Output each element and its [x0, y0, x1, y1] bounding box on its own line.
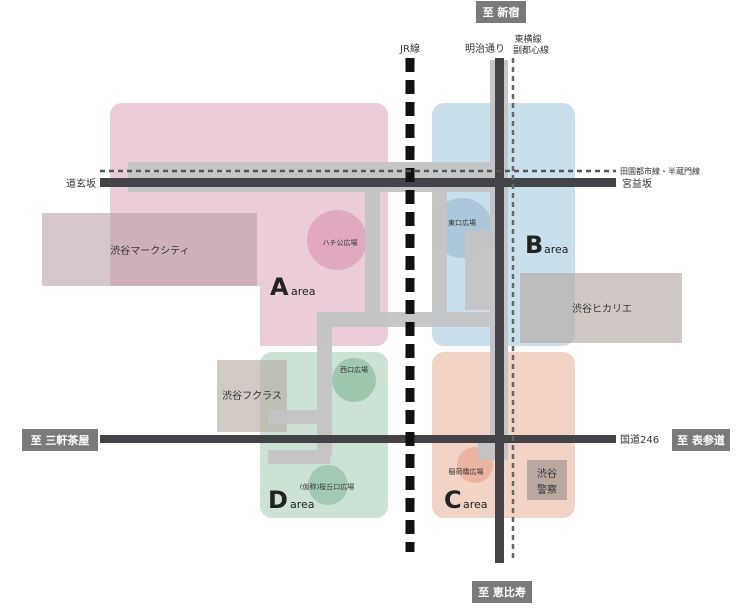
- area-c-label: C area: [444, 486, 488, 514]
- dogenzaka-label: 道玄坂: [66, 177, 96, 190]
- route-246-road[interactable]: [100, 435, 616, 443]
- svg-text:area: area: [291, 285, 316, 298]
- east-destination-label: 至 表参道: [677, 433, 725, 447]
- area-d-label: D area: [268, 486, 315, 514]
- east-destination-box[interactable]: [672, 429, 730, 451]
- meiji-dori-label: 明治通り: [465, 42, 505, 55]
- jr-line-label: JR線: [399, 42, 420, 55]
- hachiko-plaza-label: ハチ公広場: [323, 238, 358, 247]
- west-destination-label: 至 三軒茶屋: [31, 433, 90, 447]
- east-plaza-label: 東口広場: [448, 218, 476, 227]
- svg-text:B: B: [525, 231, 543, 259]
- area-a-label: A area: [270, 273, 316, 301]
- sakuragaoka-plaza-blob: [308, 465, 348, 505]
- police-label-1: 渋谷: [537, 467, 557, 480]
- svg-text:A: A: [270, 273, 289, 301]
- svg-text:area: area: [463, 498, 488, 511]
- route-246-label: 国道246: [620, 433, 659, 446]
- police-label-2: 警察: [537, 483, 557, 496]
- south-destination-label: 至 恵比寿: [478, 585, 526, 599]
- svg-text:C: C: [444, 486, 462, 514]
- area-b-label: B area: [525, 231, 569, 259]
- svg-text:D: D: [268, 486, 288, 514]
- miyamasuzaka-label: 宮益坂: [622, 177, 652, 190]
- west-destination-box[interactable]: [22, 429, 98, 451]
- west-plaza-label: 西口広場: [340, 365, 368, 374]
- fukuras-label: 渋谷フクラス: [222, 389, 282, 402]
- south-destination-box[interactable]: [472, 581, 532, 603]
- toyoko-line-label-1: 東横線: [514, 33, 541, 45]
- mark-city-label: 渋谷マークシティ: [110, 244, 189, 257]
- hachiko-plaza-blob: [307, 210, 367, 270]
- denentoshi-line-label: 田園都市線・半蔵門線: [620, 166, 700, 176]
- hikarie-label: 渋谷ヒカリエ: [572, 302, 632, 315]
- north-destination-box[interactable]: [476, 1, 526, 23]
- area-a-cutout: [110, 286, 260, 348]
- mark-city-building[interactable]: [42, 213, 257, 286]
- hikarie-building[interactable]: [520, 273, 682, 343]
- inaribashi-plaza-label: 稲荷橋広場: [449, 467, 484, 476]
- svg-text:area: area: [290, 498, 315, 511]
- toyoko-line-label-2: 副都心線: [513, 44, 549, 56]
- sakuragaoka-plaza-label: (仮称)桜丘口広場: [300, 482, 354, 491]
- dogenzaka-miyamasuzaka-road[interactable]: [100, 178, 616, 187]
- meiji-dori-road[interactable]: [495, 58, 504, 563]
- north-destination-label: 至 新宿: [483, 5, 520, 19]
- west-plaza-blob: [332, 358, 376, 402]
- svg-text:area: area: [544, 243, 569, 256]
- police-building[interactable]: [527, 460, 567, 500]
